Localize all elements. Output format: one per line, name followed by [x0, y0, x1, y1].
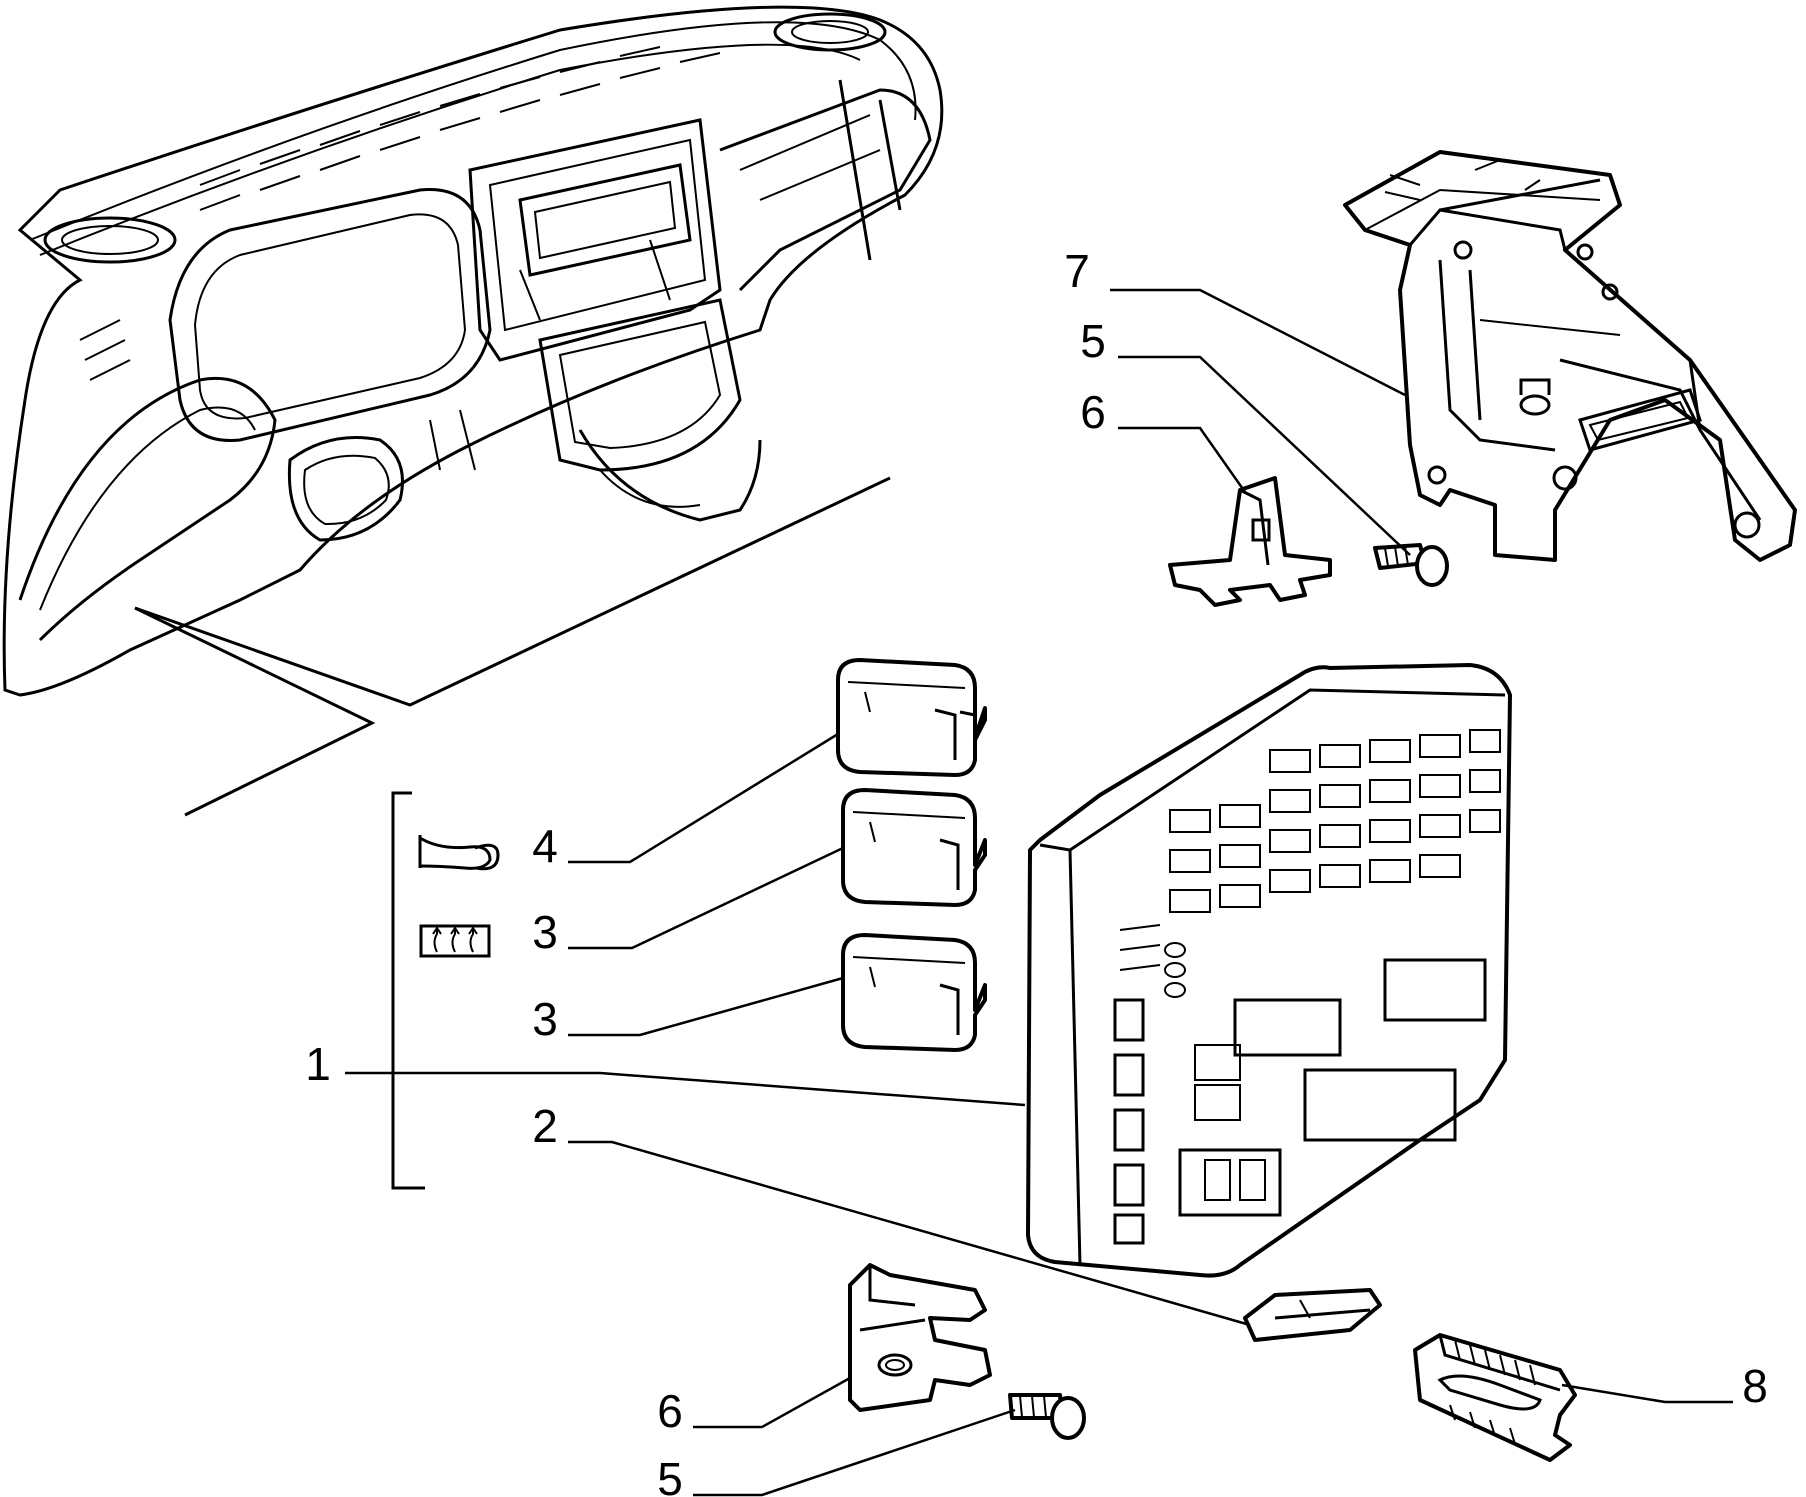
- dashboard-illustration: [2, 5, 944, 697]
- screw-upper: [1373, 543, 1449, 587]
- callout-2: 2: [532, 1100, 558, 1152]
- relay-defrost-1: [841, 788, 987, 907]
- callout-labels: 7 5 6 4 3 3 1 2 6 5 8: [305, 245, 1768, 1497]
- kit-bracket: [345, 791, 1026, 1190]
- callout-6-upper: 6: [1080, 386, 1106, 438]
- callout-7: 7: [1064, 245, 1090, 297]
- rear-defrost-icon: [419, 924, 491, 958]
- callout-5-lower: 5: [657, 1453, 683, 1497]
- fuse-box: [1026, 663, 1512, 1278]
- cable-tie: [1413, 1333, 1577, 1462]
- mounting-bracket: [1343, 150, 1797, 562]
- screw-lower: [1008, 1393, 1086, 1440]
- relay-defrost-2: [841, 933, 987, 1052]
- blade-fuse: [1243, 1288, 1382, 1342]
- callout-3-first: 3: [532, 906, 558, 958]
- clip-upper: [1168, 476, 1332, 607]
- horn-icon: [418, 835, 500, 871]
- leader-lines: [568, 288, 1733, 1497]
- callout-5-upper: 5: [1080, 315, 1106, 367]
- clip-lower: [848, 1263, 992, 1412]
- relay-horn: [836, 658, 987, 777]
- callout-1: 1: [305, 1038, 331, 1090]
- callout-8: 8: [1742, 1360, 1768, 1412]
- dashboard-location-lines: [134, 476, 891, 817]
- callout-6-lower: 6: [657, 1385, 683, 1437]
- callout-4: 4: [532, 820, 558, 872]
- callout-3-second: 3: [532, 993, 558, 1045]
